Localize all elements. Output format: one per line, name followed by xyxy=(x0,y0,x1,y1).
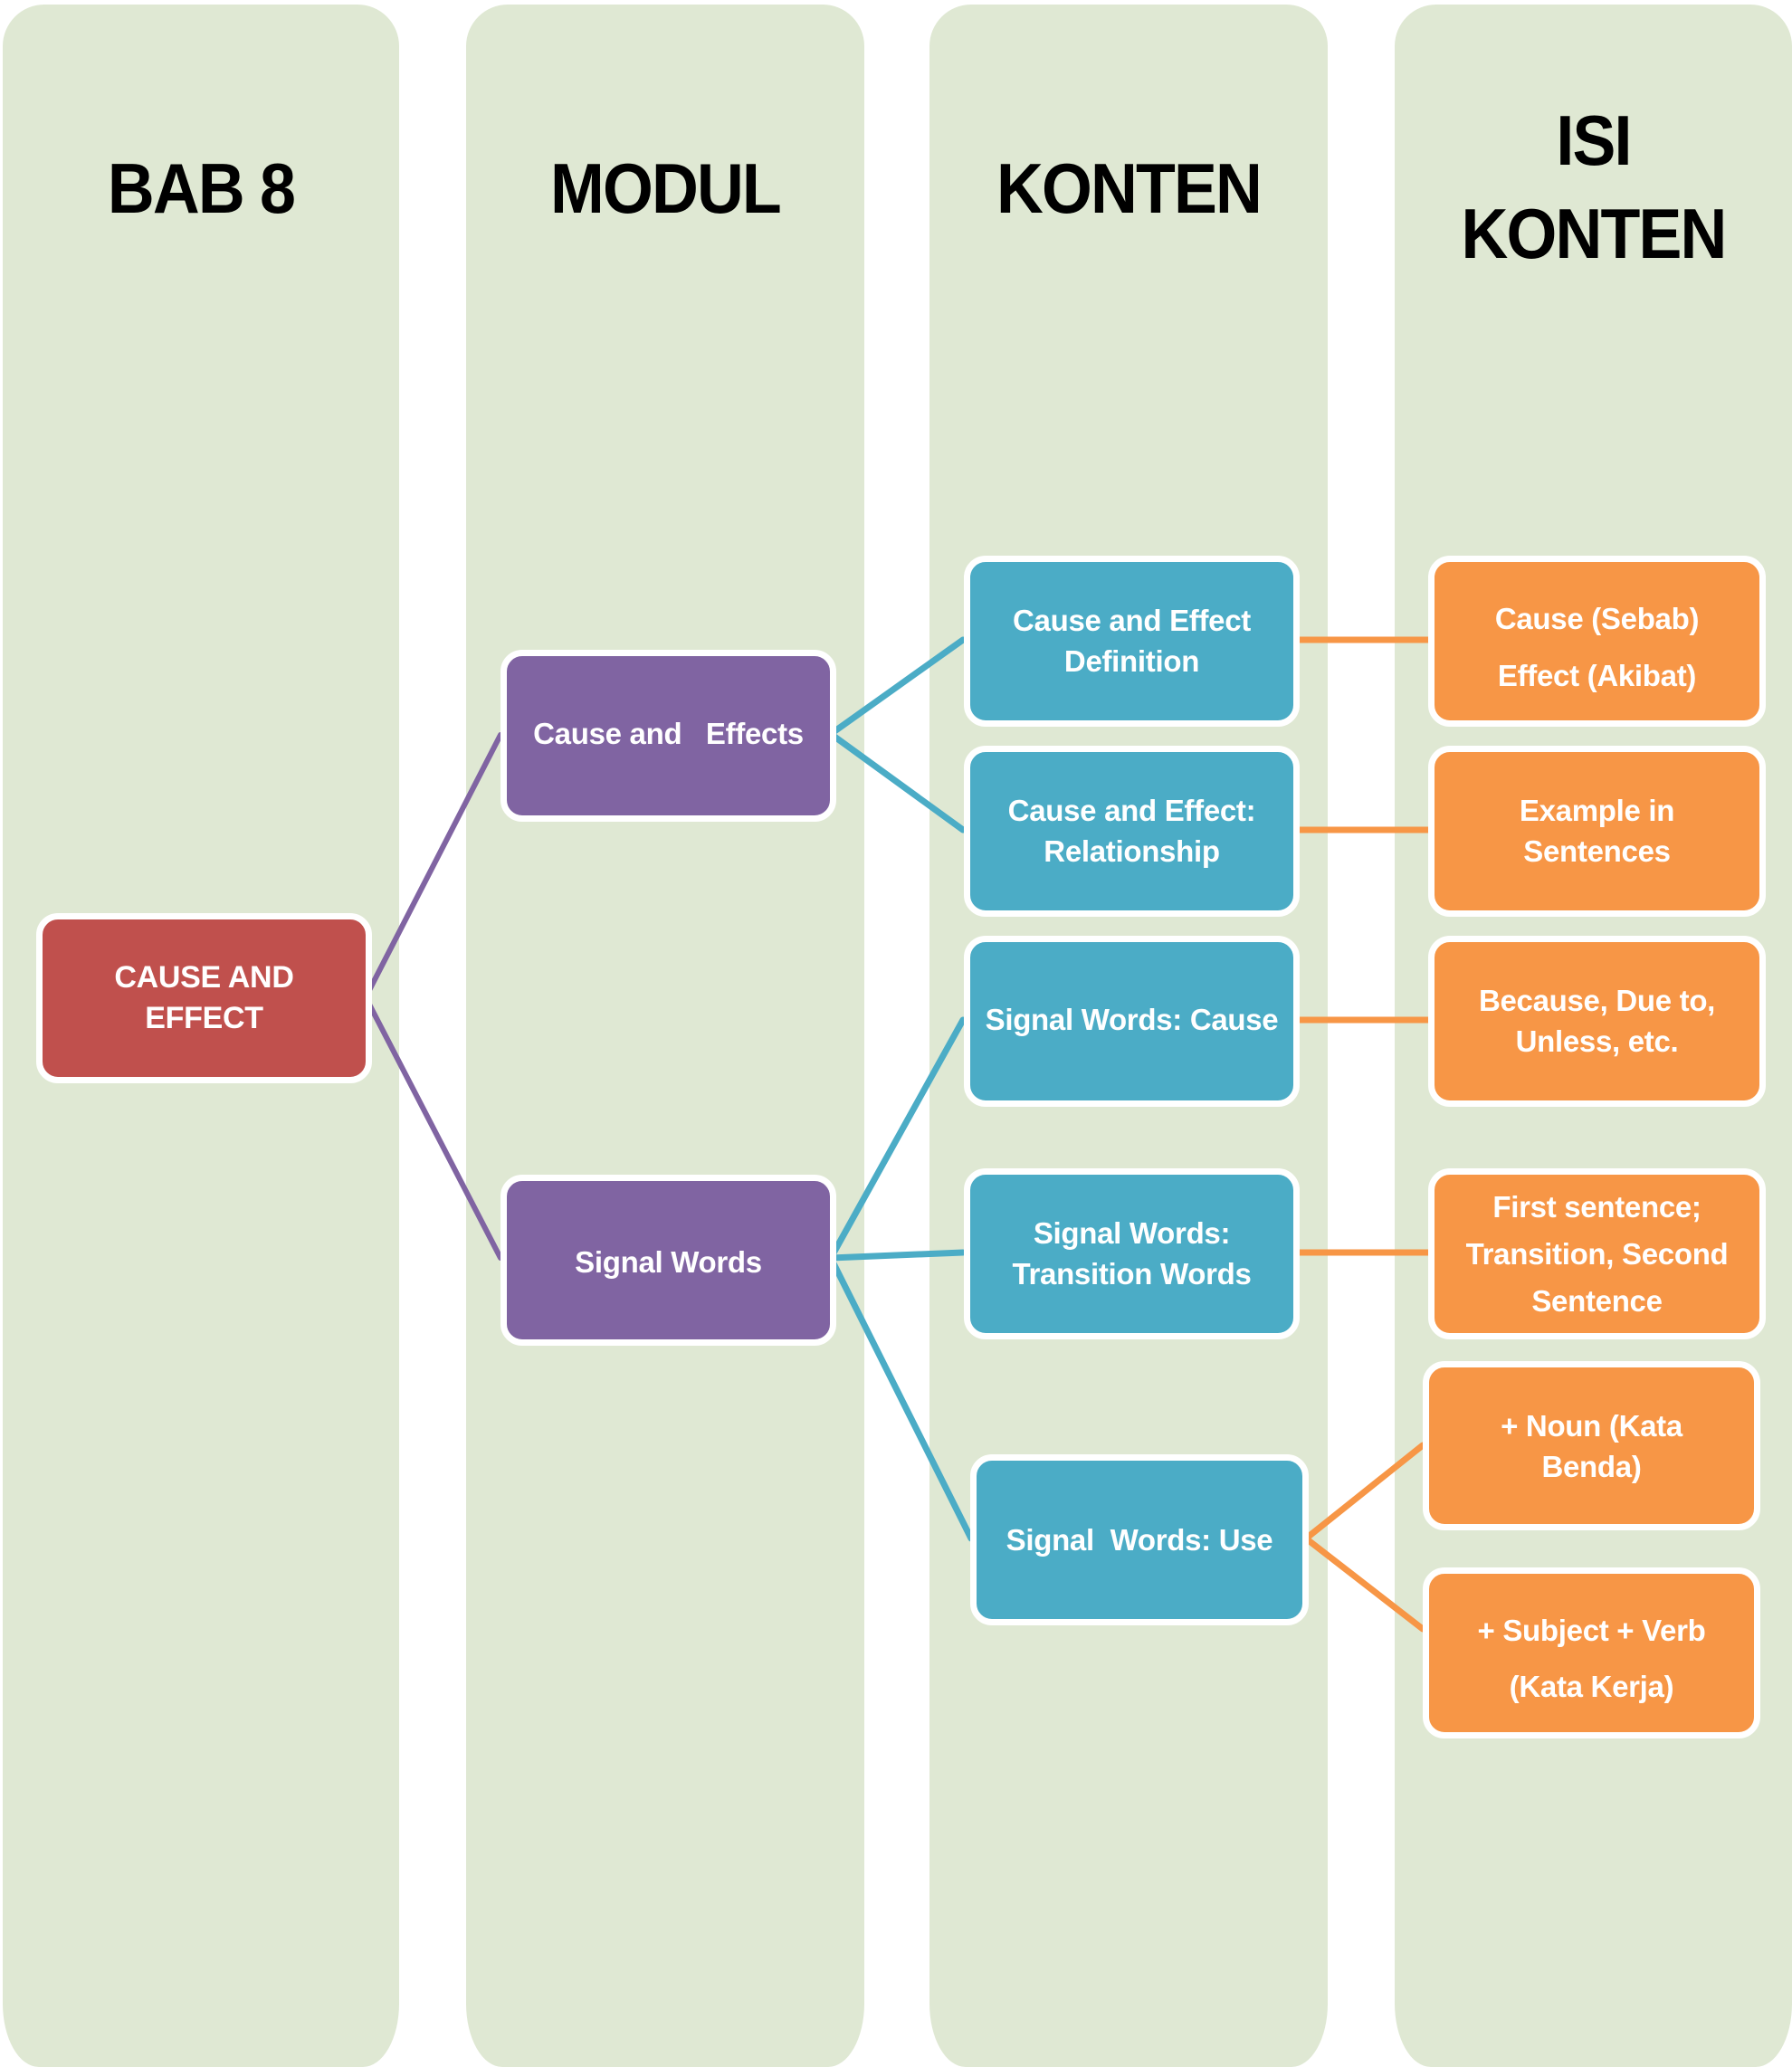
link-content-4-detail-4 xyxy=(1302,1442,1426,1542)
content-label: Signal Words: Transition Words xyxy=(1012,1216,1252,1291)
column-header-konten: KONTEN xyxy=(996,148,1263,228)
content-detail-label: Cause (Sebab) Effect (Akibat) xyxy=(1494,602,1700,692)
content-detail-node[interactable]: + Noun (Kata Benda) xyxy=(1423,1361,1760,1530)
content-label: Cause and Effect Definition xyxy=(1013,604,1251,678)
content-label: Signal Words: Use xyxy=(1006,1523,1273,1557)
column-header-bab: BAB 8 xyxy=(107,148,296,228)
chapter-label: CAUSE AND EFFECT xyxy=(114,960,294,1035)
content-label: Signal Words: Cause xyxy=(985,1003,1279,1036)
content-detail-node[interactable]: First sentence; Transition, Second Sente… xyxy=(1428,1168,1766,1339)
link-content-4-detail-5 xyxy=(1302,1535,1426,1633)
content-detail-label: Example in Sentences xyxy=(1519,794,1675,868)
column-header-isi: ISI xyxy=(1556,100,1632,180)
content-detail-label: Because, Due to, Unless, etc. xyxy=(1478,984,1716,1058)
link-module-0-content-1 xyxy=(827,730,967,833)
content-detail-node[interactable]: Example in Sentences xyxy=(1428,746,1766,917)
link-module-0-content-0 xyxy=(827,636,967,738)
content-label: Cause and Effect: Relationship xyxy=(1007,794,1256,868)
content-detail-node[interactable]: Cause (Sebab) Effect (Akibat) xyxy=(1428,556,1766,727)
content-node[interactable]: Signal Words: Transition Words xyxy=(964,1168,1300,1339)
module-label: Signal Words xyxy=(575,1245,762,1279)
link-module-1-content-2 xyxy=(827,1016,967,1262)
column-modul: MODUL xyxy=(466,5,864,2067)
content-detail-label: + Subject + Verb (Kata Kerja) xyxy=(1477,1614,1706,1703)
content-detail-label: First sentence; Transition, Second Sente… xyxy=(1465,1190,1729,1318)
content-node[interactable]: Cause and Effect Definition xyxy=(964,556,1300,727)
link-chapter-module-1 xyxy=(363,995,503,1261)
content-detail-label: + Noun (Kata Benda) xyxy=(1501,1409,1682,1483)
module-label: Cause and Effects xyxy=(533,717,804,750)
module-node[interactable]: Cause and Effects xyxy=(500,650,836,822)
content-node[interactable]: Cause and Effect: Relationship xyxy=(964,746,1300,917)
module-node[interactable]: Signal Words xyxy=(500,1175,836,1346)
link-module-1-content-3 xyxy=(827,1249,967,1262)
content-node[interactable]: Signal Words: Use xyxy=(970,1454,1309,1625)
content-node[interactable]: Signal Words: Cause xyxy=(964,936,1300,1107)
column-header-isi-konten: KONTEN xyxy=(1461,194,1728,273)
chapter-node[interactable]: CAUSE AND EFFECT xyxy=(36,913,372,1083)
link-chapter-module-0 xyxy=(363,732,503,1000)
content-detail-node[interactable]: Because, Due to, Unless, etc. xyxy=(1428,936,1766,1107)
link-module-1-content-4 xyxy=(827,1254,975,1542)
column-header-modul: MODUL xyxy=(550,148,782,228)
content-detail-node[interactable]: + Subject + Verb (Kata Kerja) xyxy=(1423,1567,1760,1738)
